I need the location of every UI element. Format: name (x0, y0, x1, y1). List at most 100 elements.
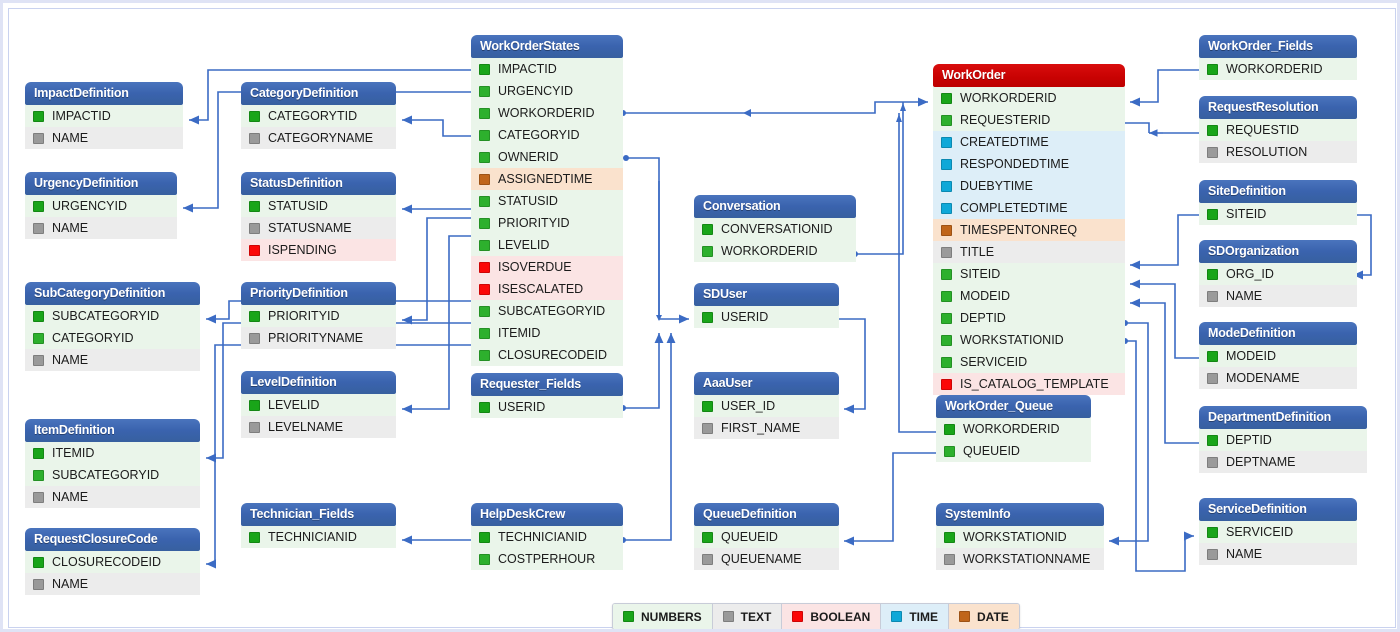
table-row[interactable]: QUEUEID (936, 440, 1091, 462)
table-row[interactable]: STATUSID (471, 190, 623, 212)
table-row[interactable]: MODEID (933, 285, 1125, 307)
table-row[interactable]: FIRST_NAME (694, 417, 839, 439)
table-row[interactable]: REQUESTERID (933, 109, 1125, 131)
table-row[interactable]: CLOSURECODEID (25, 551, 200, 573)
table-row[interactable]: SUBCATEGORYID (471, 300, 623, 322)
table-row[interactable]: SUBCATEGORYID (25, 464, 200, 486)
table-row[interactable]: LEVELID (471, 234, 623, 256)
table-row[interactable]: CLOSURECODEID (471, 344, 623, 366)
table-row[interactable]: WORKSTATIONID (936, 526, 1104, 548)
table-row[interactable]: ASSIGNEDTIME (471, 168, 623, 190)
table-row[interactable]: RESOLUTION (1199, 141, 1357, 163)
table-row[interactable]: SERVICEID (1199, 521, 1357, 543)
table-row[interactable]: DEPTNAME (1199, 451, 1367, 473)
table-row[interactable]: USERID (694, 306, 839, 328)
table-row[interactable]: MODEID (1199, 345, 1357, 367)
table-row[interactable]: WORKSTATIONNAME (936, 548, 1104, 570)
table-row[interactable]: URGENCYID (25, 195, 177, 217)
table-row[interactable]: WORKORDERID (694, 240, 856, 262)
table-row[interactable]: WORKORDERID (933, 87, 1125, 109)
table-row[interactable]: TECHNICIANID (241, 526, 396, 548)
table-row[interactable]: USER_ID (694, 395, 839, 417)
table-row[interactable]: IMPACTID (25, 105, 183, 127)
table-row[interactable]: NAME (25, 127, 183, 149)
table-row[interactable]: USERID (471, 396, 623, 418)
table-row[interactable]: WORKSTATIONID (933, 329, 1125, 351)
table-row[interactable]: WORKORDERID (471, 102, 623, 124)
table-row[interactable]: COMPLETEDTIME (933, 197, 1125, 219)
table-row[interactable]: TITLE (933, 241, 1125, 263)
table-row[interactable]: CREATEDTIME (933, 131, 1125, 153)
table-row[interactable]: PRIORITYID (241, 305, 396, 327)
table-row[interactable]: REQUESTID (1199, 119, 1357, 141)
table-row[interactable]: NAME (25, 217, 177, 239)
table-row[interactable]: QUEUENAME (694, 548, 839, 570)
table-row[interactable]: ISOVERDUE (471, 256, 623, 278)
table-row[interactable]: DEPTID (1199, 429, 1367, 451)
table-row[interactable]: DUEBYTIME (933, 175, 1125, 197)
table-row[interactable]: NAME (25, 486, 200, 508)
table-row[interactable]: SITEID (1199, 203, 1357, 225)
table-row[interactable]: NAME (25, 349, 200, 371)
table-row[interactable]: PRIORITYID (471, 212, 623, 234)
table-row[interactable]: RESPONDEDTIME (933, 153, 1125, 175)
table-row[interactable]: SITEID (933, 263, 1125, 285)
table-row[interactable]: ITEMID (471, 322, 623, 344)
table-row[interactable]: ISESCALATED (471, 278, 623, 300)
table-row[interactable]: DEPTID (933, 307, 1125, 329)
table-row[interactable]: CATEGORYNAME (241, 127, 396, 149)
table-row[interactable]: STATUSNAME (241, 217, 396, 239)
table-row[interactable]: CATEGORYID (471, 124, 623, 146)
table-row[interactable]: NAME (1199, 285, 1357, 307)
table-row[interactable]: NAME (25, 573, 200, 595)
table-row[interactable]: TECHNICIANID (471, 526, 623, 548)
table-row[interactable]: SERVICEID (933, 351, 1125, 373)
table-row[interactable]: LEVELID (241, 394, 396, 416)
table-row[interactable]: CATEGORYID (25, 327, 200, 349)
table-row[interactable]: CATEGORYTID (241, 105, 396, 127)
table-row[interactable]: IS_CATALOG_TEMPLATE (933, 373, 1125, 395)
table-row[interactable]: PRIORITYNAME (241, 327, 396, 349)
table-row[interactable]: STATUSID (241, 195, 396, 217)
table-row[interactable]: WORKORDERID (1199, 58, 1357, 80)
table-row[interactable]: WORKORDERID (936, 418, 1091, 440)
table-row[interactable]: QUEUEID (694, 526, 839, 548)
table-row[interactable]: ITEMID (25, 442, 200, 464)
table-row[interactable]: MODENAME (1199, 367, 1357, 389)
table-row[interactable]: ISPENDING (241, 239, 396, 261)
table-row[interactable]: IMPACTID (471, 58, 623, 80)
table-row[interactable]: OWNERID (471, 146, 623, 168)
table-row[interactable]: URGENCYID (471, 80, 623, 102)
table-row[interactable]: NAME (1199, 543, 1357, 565)
table-row[interactable]: LEVELNAME (241, 416, 396, 438)
table-row[interactable]: SUBCATEGORYID (25, 305, 200, 327)
table-row[interactable]: TIMESPENTONREQ (933, 219, 1125, 241)
table-row[interactable]: ORG_ID (1199, 263, 1357, 285)
